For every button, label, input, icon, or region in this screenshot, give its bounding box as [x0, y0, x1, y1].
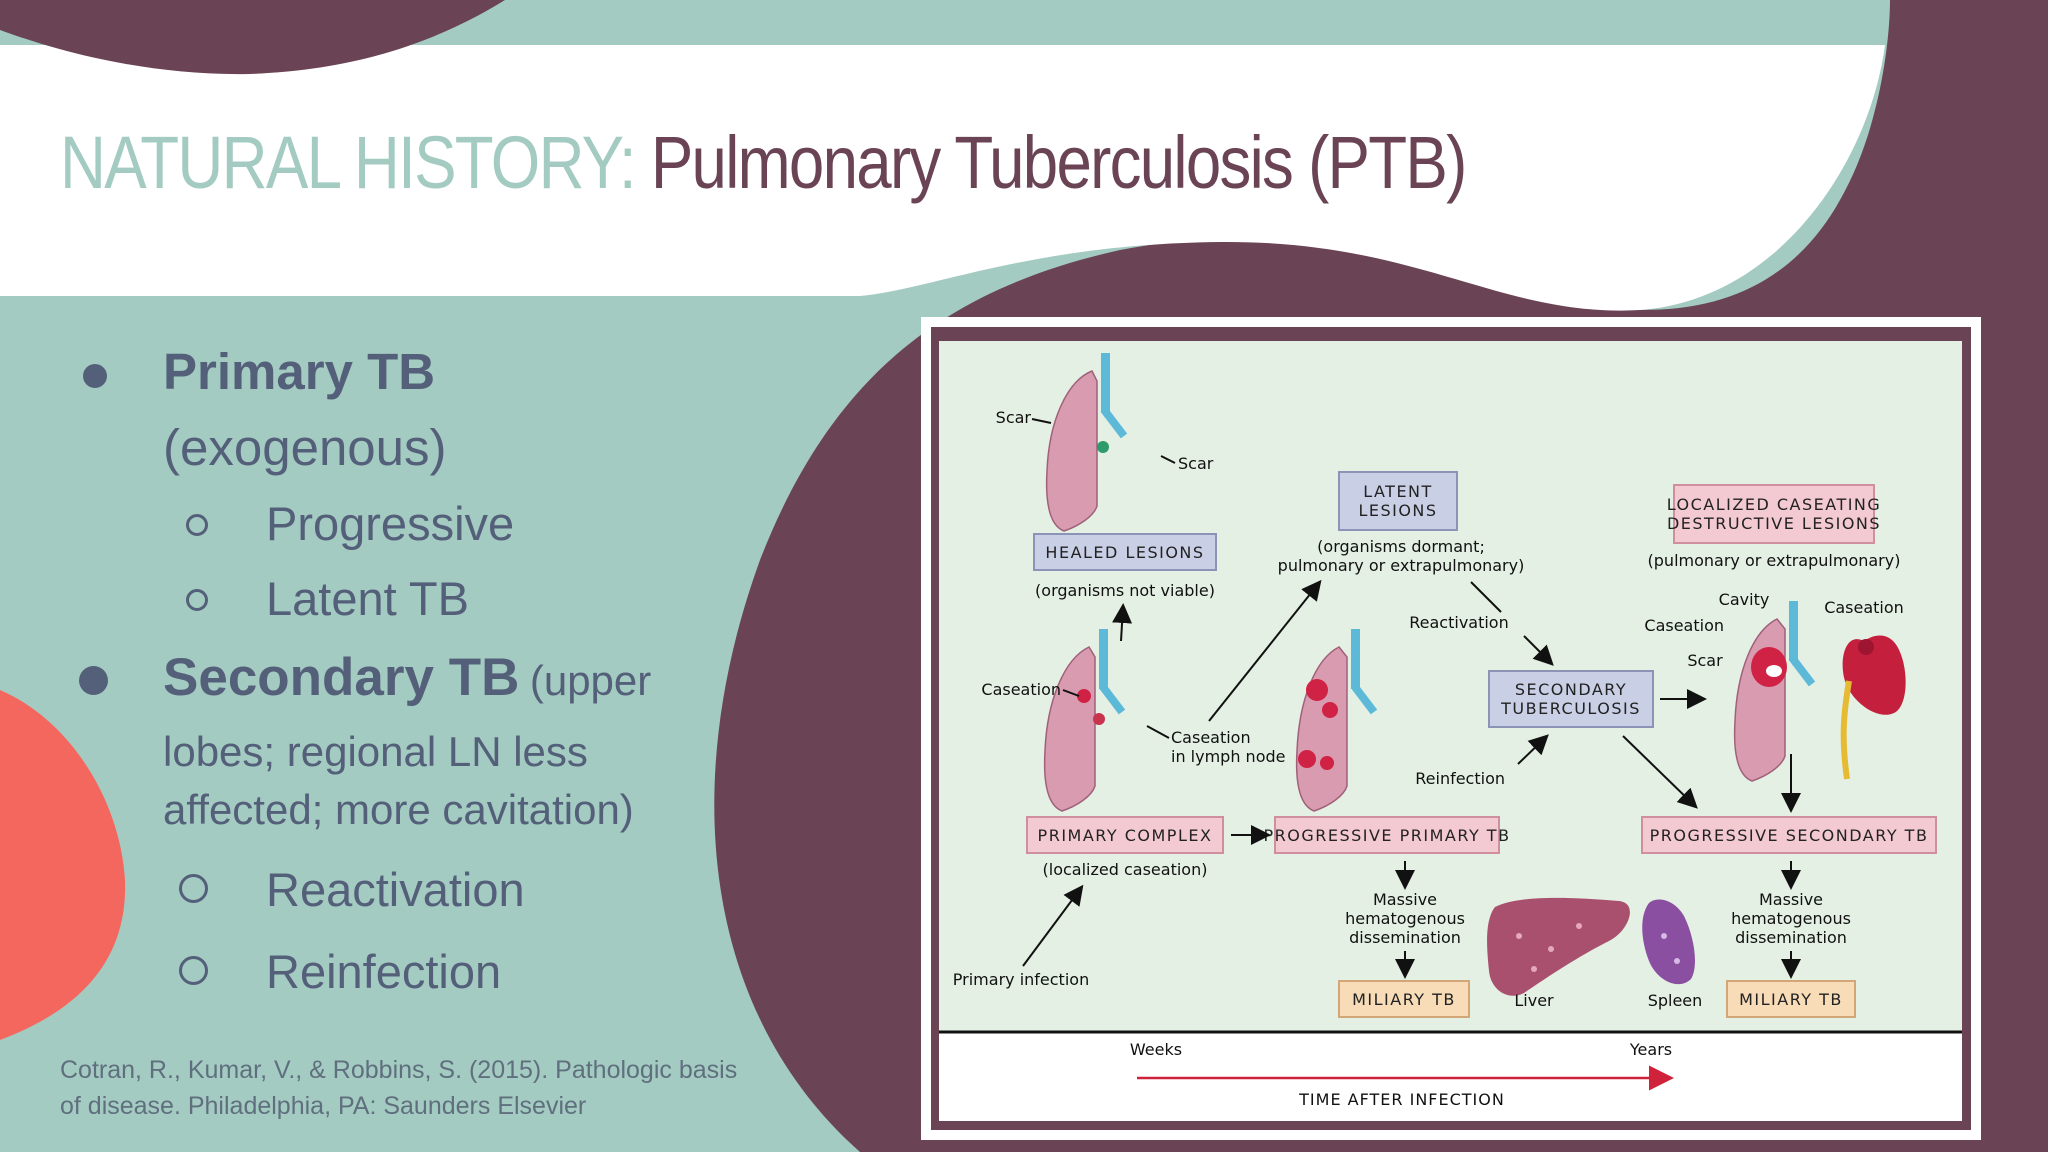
sub-item-progressive: Progressive	[266, 497, 515, 550]
sub-item-reinfection: Reinfection	[266, 945, 502, 998]
caseation-node-1: Caseation	[1171, 728, 1251, 747]
citation-line-2: of disease. Philadelphia, PA: Saunders E…	[60, 1092, 587, 1120]
scar-cavity-label: Scar	[1687, 651, 1723, 670]
tb-natural-history-figure: Weeks Years TIME AFTER INFECTION Scar Sc…	[939, 341, 1962, 1121]
primary-complex-box: PRIMARY COMPLEX	[1026, 816, 1224, 854]
progressive-secondary-box: PROGRESSIVE SECONDARY TB	[1641, 816, 1937, 854]
massive-right-3: dissemination	[1735, 928, 1847, 947]
figure-svg: Weeks Years TIME AFTER INFECTION Scar Sc…	[939, 353, 1962, 1121]
bullet-dot	[79, 666, 108, 695]
flow-arrows	[1022, 418, 1801, 979]
progressive-secondary-text: PROGRESSIVE SECONDARY TB	[1650, 826, 1929, 845]
miliary-right-text: MILIARY TB	[1739, 990, 1843, 1009]
caseation-cavity-label: Caseation	[1644, 616, 1724, 635]
years-label: Years	[1629, 1040, 1672, 1059]
caseation-label-left: Caseation	[981, 680, 1061, 699]
time-axis-label: TIME AFTER INFECTION	[1298, 1090, 1505, 1109]
progressive-lung-illustration	[1295, 629, 1378, 812]
sub-item-latent: Latent TB	[266, 572, 469, 625]
reactivation-label: Reactivation	[1409, 613, 1508, 632]
localized-note: (pulmonary or extrapulmonary)	[1648, 551, 1901, 570]
timeline-panel	[939, 1032, 1962, 1121]
sub-item-reactivation: Reactivation	[266, 863, 525, 916]
citation: Cotran, R., Kumar, V., & Robbins, S. (20…	[60, 1052, 737, 1124]
primary-complex-note: (localized caseation)	[1043, 860, 1208, 879]
bullet-list: Primary TB (exogenous) Progressive Laten…	[0, 0, 760, 1152]
bullet-primary-label: Primary TB	[163, 343, 436, 400]
localized-text-2: DESTRUCTIVE LESIONS	[1667, 514, 1881, 533]
bullet-secondary-label: Secondary TB (upper	[163, 647, 651, 708]
spleen-label: Spleen	[1648, 991, 1703, 1010]
citation-line-1: Cotran, R., Kumar, V., & Robbins, S. (20…	[60, 1056, 738, 1084]
latent-lesions-box: LATENT LESIONS	[1338, 471, 1458, 531]
title-prefix: NATURAL HISTORY:	[60, 121, 637, 204]
secondary-text-1: SECONDARY	[1515, 680, 1627, 699]
massive-left-1: Massive	[1373, 890, 1437, 909]
massive-right-2: hematogenous	[1731, 909, 1851, 928]
localized-lesions-box: LOCALIZED CASEATING DESTRUCTIVE LESIONS	[1667, 484, 1882, 544]
latent-note-1: (organisms dormant;	[1317, 537, 1485, 556]
sub-bullet-ring	[186, 589, 208, 611]
slide-title: NATURAL HISTORY: Pulmonary Tuberculosis …	[60, 120, 1468, 205]
scar-label-right: Scar	[1178, 454, 1214, 473]
scar-label-left: Scar	[996, 408, 1032, 427]
liver-illustration	[1487, 897, 1630, 996]
healed-lesions-box: HEALED LESIONS	[1033, 533, 1217, 571]
secondary-tb-box: SECONDARY TUBERCULOSIS	[1488, 670, 1654, 728]
secondary-sub-text: (upper	[529, 657, 652, 704]
bullet-dot	[83, 364, 107, 388]
progressive-primary-box: PROGRESSIVE PRIMARY TB	[1263, 816, 1510, 854]
liver-label: Liver	[1514, 991, 1554, 1010]
sub-bullet-ring	[179, 956, 208, 985]
weeks-label: Weeks	[1130, 1040, 1182, 1059]
title-main: Pulmonary Tuberculosis (PTB)	[650, 121, 1468, 204]
caseation-node-2: in lymph node	[1171, 747, 1285, 766]
massive-left-3: dissemination	[1349, 928, 1461, 947]
secondary-text-2: TUBERCULOSIS	[1500, 699, 1641, 718]
secondary-sub-line-3: affected; more cavitation)	[163, 786, 634, 833]
sub-bullet-ring	[186, 514, 208, 536]
primary-infection-label: Primary infection	[953, 970, 1089, 989]
miliary-left-text: MILIARY TB	[1352, 990, 1456, 1009]
miliary-right-box: MILIARY TB	[1726, 980, 1856, 1018]
healed-lesions-text: HEALED LESIONS	[1045, 543, 1204, 562]
secondary-label-text: Secondary TB	[163, 648, 520, 707]
cavity-lung-illustration	[1733, 601, 1816, 782]
kidney-illustration	[1840, 635, 1906, 780]
healed-note: (organisms not viable)	[1035, 581, 1215, 600]
spleen-illustration	[1642, 899, 1695, 985]
bullet-primary-sub: (exogenous)	[163, 419, 447, 476]
primary-complex-text: PRIMARY COMPLEX	[1038, 826, 1213, 845]
massive-right-1: Massive	[1759, 890, 1823, 909]
latent-text-2: LESIONS	[1358, 501, 1437, 520]
reinfection-label: Reinfection	[1415, 769, 1505, 788]
primary-lung-illustration	[1043, 629, 1126, 812]
latent-note-2: pulmonary or extrapulmonary)	[1278, 556, 1525, 575]
localized-text-1: LOCALIZED CASEATING	[1667, 495, 1882, 514]
cavity-label: Cavity	[1719, 590, 1770, 609]
progressive-primary-text: PROGRESSIVE PRIMARY TB	[1263, 826, 1510, 845]
sub-bullet-ring	[179, 874, 208, 903]
healed-lung-illustration	[1045, 353, 1128, 532]
massive-left-2: hematogenous	[1345, 909, 1465, 928]
caseation-kidney-label: Caseation	[1824, 598, 1904, 617]
secondary-sub-line-2: lobes; regional LN less	[163, 728, 588, 775]
miliary-left-box: MILIARY TB	[1338, 980, 1470, 1018]
latent-text-1: LATENT	[1363, 482, 1433, 501]
